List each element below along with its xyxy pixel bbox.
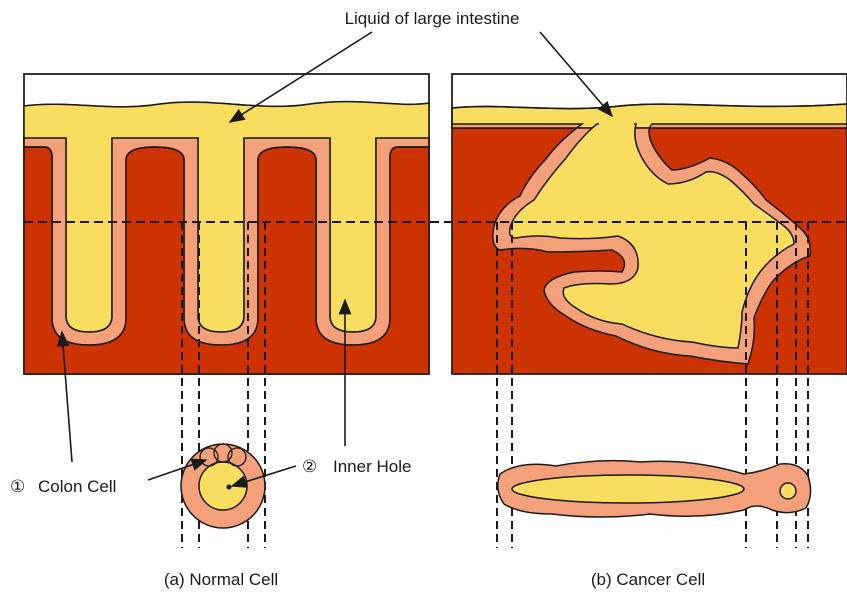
cancer-cross-lumen <box>512 475 744 503</box>
caption-normal: (a) Normal Cell <box>164 570 278 589</box>
colon-cell-label: Colon Cell <box>38 477 116 496</box>
inner-hole-label: Inner Hole <box>333 457 411 476</box>
cancer-cross-small-lumen <box>780 483 796 499</box>
normal-tissue-bump-2 <box>272 160 302 374</box>
caption-cancer: (b) Cancer Cell <box>591 570 705 589</box>
cancer-cross-section <box>498 461 811 517</box>
normal-crypt-2-lumen <box>198 138 244 332</box>
colon-cell-marker: ① <box>10 477 25 496</box>
cancer-liquid-join <box>599 121 634 130</box>
normal-liquid-top <box>24 102 429 138</box>
normal-crypt-1-lumen <box>66 138 112 332</box>
inner-hole-marker: ② <box>302 457 317 476</box>
normal-cross-center <box>227 485 232 490</box>
normal-cell-panel <box>24 74 429 374</box>
normal-cross-section <box>181 444 265 528</box>
normal-cross-lumen <box>199 462 247 510</box>
liquid-label: Liquid of large intestine <box>345 9 520 28</box>
normal-crypt-3-lumen <box>330 138 376 332</box>
normal-tissue-bump-1 <box>140 160 170 374</box>
normal-tissue-right <box>404 160 429 374</box>
normal-tissue-left <box>24 160 38 374</box>
